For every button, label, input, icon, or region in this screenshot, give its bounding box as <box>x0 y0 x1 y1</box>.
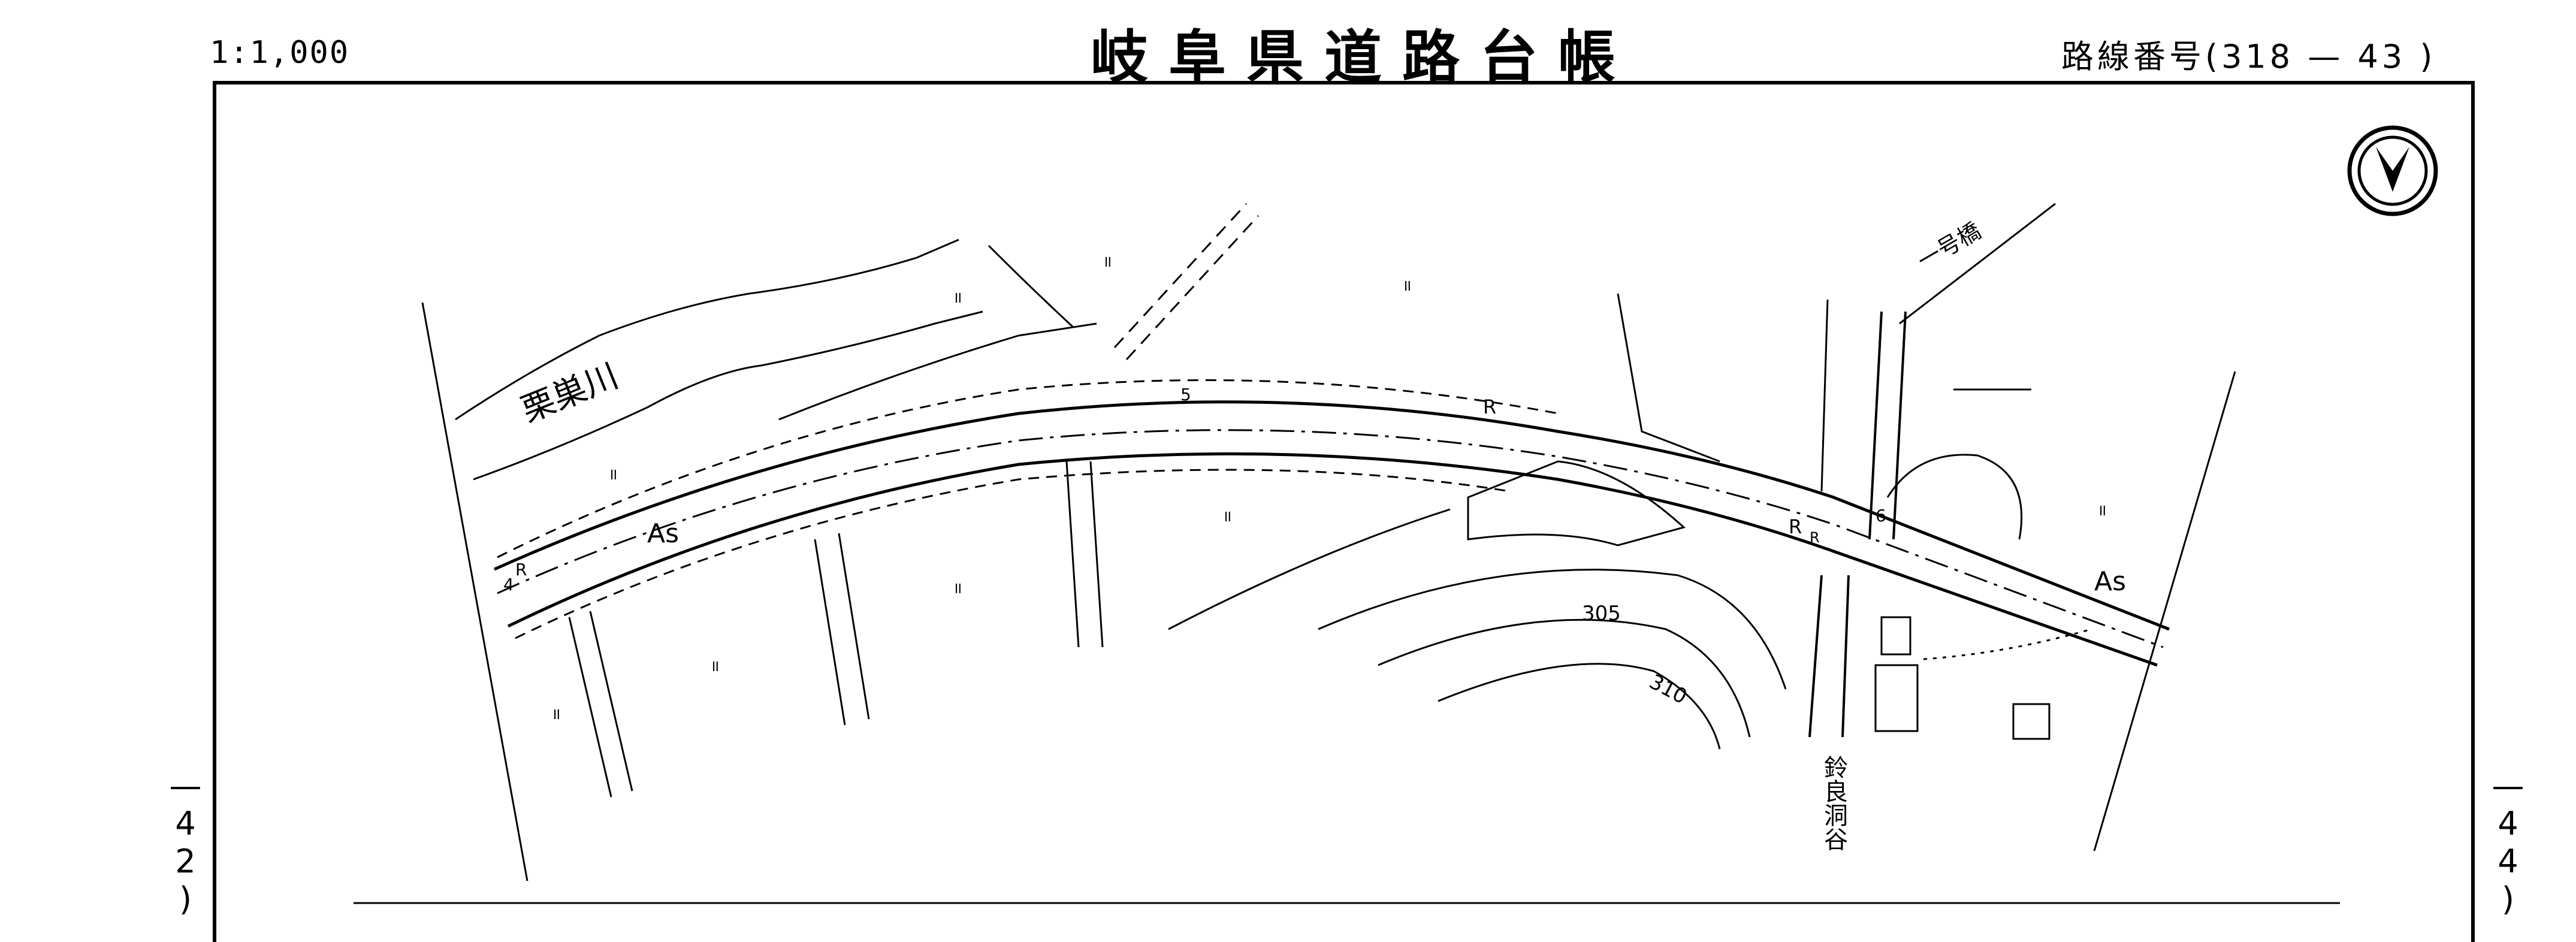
building-b <box>1874 664 1919 732</box>
page-title: 岐阜県道路台帳 <box>1091 24 1636 91</box>
contour-inner <box>1438 663 1721 750</box>
field-mark: ॥ <box>953 289 962 307</box>
field-boundary <box>1923 628 2092 660</box>
road-centerline <box>497 429 2164 648</box>
bridge-leader <box>1899 203 2056 325</box>
map-boundary-right <box>2093 371 2236 852</box>
side-road-north <box>1113 203 1260 361</box>
route-dash: — <box>2308 38 2344 76</box>
contour-305-label: 305 <box>1582 602 1621 626</box>
road-edge-upper <box>493 400 2170 631</box>
contour-310-line <box>1378 618 1751 738</box>
road-shoulder-lower <box>515 469 1511 639</box>
river-bank-upper <box>455 238 959 421</box>
side-road-mid <box>814 533 870 726</box>
river-bank-lower <box>473 310 983 481</box>
next-sheet-ref: —44) <box>2489 767 2527 918</box>
contour-310-label: 310 <box>1645 670 1691 709</box>
slope-peak <box>987 244 1074 328</box>
station-6-label: 6 <box>1876 506 1886 526</box>
previous-sheet-ref: —42) <box>167 767 204 918</box>
station-5-label: 5 <box>1180 385 1191 404</box>
r-mark: R <box>1810 529 1820 546</box>
field-mark: ॥ <box>2097 502 2107 520</box>
road-shoulder-upper <box>497 379 1559 558</box>
route-open-paren: ( <box>2205 38 2222 76</box>
r-mark: R <box>515 560 527 579</box>
surface-label-right: As <box>2094 566 2126 597</box>
slope-upper <box>778 322 1097 421</box>
route-number-value: 318 <box>2221 38 2294 76</box>
property-line-b <box>1820 299 1829 492</box>
route-close-paren: ) <box>2420 38 2436 76</box>
field-mark: ॥ <box>953 579 962 597</box>
field-mark: ॥ <box>1222 508 1232 526</box>
road-edge-lower <box>507 452 2158 667</box>
map-frame <box>213 81 2475 942</box>
field-mark: ॥ <box>1402 277 1412 295</box>
lower-road-spur <box>1168 508 1451 630</box>
map-scale: 1:1,000 <box>210 35 350 71</box>
station-4-label: 4 <box>503 575 514 594</box>
field-mark: ॥ <box>1103 253 1112 271</box>
field-mark: ॥ <box>710 657 720 675</box>
map-boundary-left <box>421 302 529 881</box>
field-mark: ॥ <box>551 705 561 723</box>
side-road-left <box>568 611 633 798</box>
side-road-center <box>1065 461 1104 648</box>
river-name-label: 栗巣川 <box>516 357 624 430</box>
route-sheet-value: 43 <box>2357 38 2406 76</box>
contour-305-line <box>1318 569 1787 690</box>
valley-stream <box>1808 575 1850 738</box>
pond-outline <box>1886 454 2023 540</box>
route-label: 路線番号 <box>2061 38 2205 76</box>
r-mark: R <box>1789 515 1802 538</box>
triangle-island <box>1467 460 1686 547</box>
route-number: 路線番号(318 — 43 ) <box>2061 30 2436 77</box>
north-arrow-icon <box>2347 125 2438 216</box>
building-a <box>1880 616 1911 656</box>
property-line-a <box>1617 293 1720 463</box>
valley-name-label: 鈴良洞谷 <box>1820 755 1847 851</box>
surface-label-left: As <box>647 518 679 549</box>
bridge-approach <box>1868 311 1907 540</box>
field-mark: ॥ <box>608 466 618 484</box>
building-c <box>2012 703 2050 740</box>
r-mark: R <box>1483 395 1496 418</box>
